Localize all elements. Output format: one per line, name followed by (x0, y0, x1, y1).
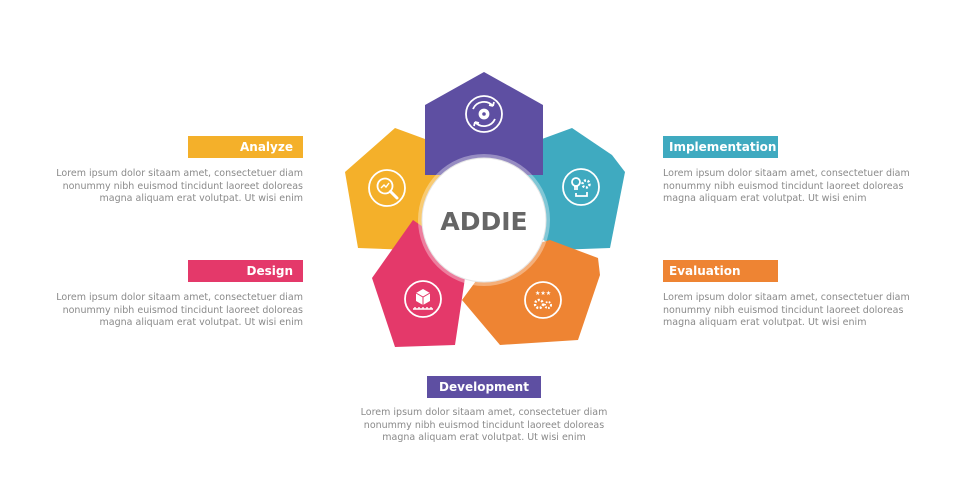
analyze-desc-line: magna aliquam erat volutpat. Ut wisi eni… (99, 193, 303, 204)
design-desc-line: magna aliquam erat volutpat. Ut wisi eni… (99, 317, 303, 328)
bulb-gear-icon (562, 168, 600, 206)
development-description: Lorem ipsum dolor sitaam amet, consectet… (354, 407, 614, 445)
analyze-label: Analyze (188, 136, 303, 158)
evaluation-label: Evaluation (663, 260, 778, 282)
box-ruler-icon (404, 280, 442, 318)
development-desc-line: Lorem ipsum dolor sitaam amet, consectet… (360, 407, 608, 418)
design-desc-line: nonummy nibh euismod tincidunt laoreet d… (62, 304, 303, 316)
stars-gears-icon: ★★★ (524, 281, 562, 319)
implementation-description: Lorem ipsum dolor sitaam amet, consectet… (663, 168, 923, 206)
implementation-desc-line: nonummy nibh euismod tincidunt laoreet d… (663, 180, 904, 192)
magnifier-chart-icon (368, 169, 406, 207)
evaluation-description: Lorem ipsum dolor sitaam amet, consectet… (663, 292, 923, 330)
design-desc-line: Lorem ipsum dolor sitaam amet, consectet… (56, 292, 303, 303)
evaluation-desc-line: magna aliquam erat volutpat. Ut wisi eni… (663, 317, 867, 328)
design-description: Lorem ipsum dolor sitaam amet, consectet… (43, 292, 303, 330)
svg-text:★★★: ★★★ (535, 290, 551, 297)
implementation-desc-line: magna aliquam erat volutpat. Ut wisi eni… (663, 193, 867, 204)
analyze-description: Lorem ipsum dolor sitaam amet, consectet… (43, 168, 303, 206)
analyze-desc-line: Lorem ipsum dolor sitaam amet, consectet… (56, 168, 303, 179)
development-pentagon (425, 72, 543, 175)
center-title: ADDIE (440, 207, 527, 236)
development-desc-line: magna aliquam erat volutpat. Ut wisi eni… (382, 432, 586, 443)
analyze-desc-line: nonummy nibh euismod tincidunt laoreet d… (62, 180, 303, 192)
implementation-label: Implementation (663, 136, 778, 158)
development-label: Development (427, 376, 541, 398)
evaluation-desc-line: Lorem ipsum dolor sitaam amet, consectet… (663, 292, 910, 303)
development-desc-line: nonummy nibh euismod tincidunt laoreet d… (363, 419, 605, 431)
gear-cycle-icon (465, 95, 503, 133)
implementation-desc-line: Lorem ipsum dolor sitaam amet, consectet… (663, 168, 910, 179)
evaluation-desc-line: nonummy nibh euismod tincidunt laoreet d… (663, 304, 904, 316)
design-label: Design (188, 260, 303, 282)
center-circle (421, 157, 547, 283)
